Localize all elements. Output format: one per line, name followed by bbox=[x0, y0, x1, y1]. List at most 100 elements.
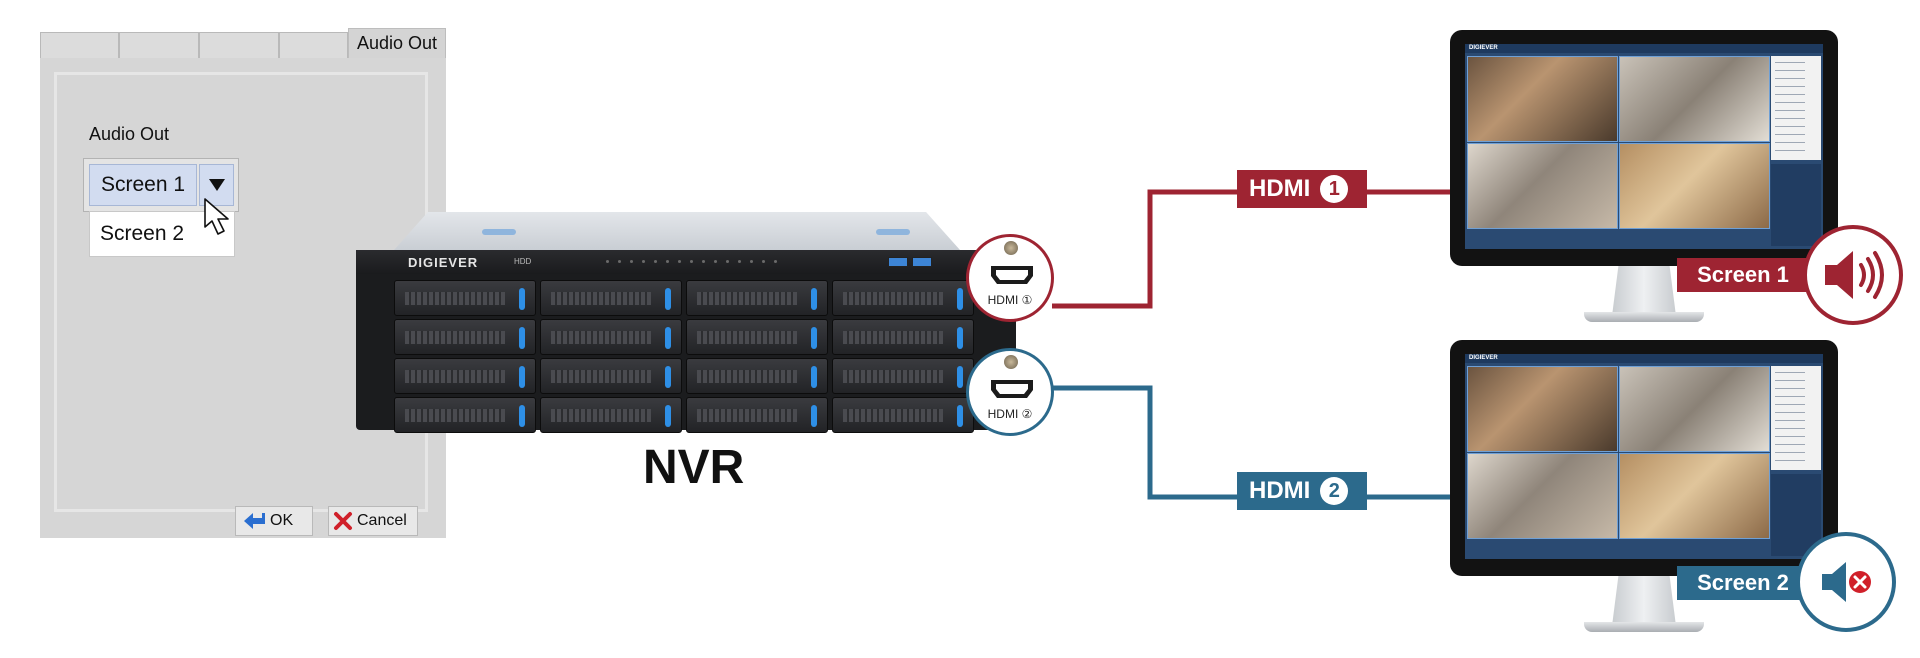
camera-view bbox=[1619, 366, 1770, 452]
status-led bbox=[750, 260, 753, 263]
device-list-panel bbox=[1771, 56, 1821, 160]
camera-view bbox=[1467, 143, 1618, 229]
screen2-tag: Screen 2 bbox=[1677, 566, 1809, 600]
monitor-foot bbox=[1584, 312, 1704, 322]
option-screen-2[interactable]: Screen 2 bbox=[100, 222, 185, 245]
status-led bbox=[762, 260, 765, 263]
audio-out-label: Audio Out bbox=[89, 124, 170, 144]
tab-audio-out[interactable]: Audio Out bbox=[348, 28, 446, 58]
drive-bay bbox=[686, 280, 828, 316]
hdmi-port-2-label: HDMI ② bbox=[987, 407, 1033, 421]
status-led bbox=[690, 260, 693, 263]
status-led bbox=[618, 260, 621, 263]
drive-bay bbox=[686, 319, 828, 355]
monitor-bezel: DIGIEVER bbox=[1450, 30, 1838, 266]
selected-value[interactable]: Screen 1 bbox=[89, 164, 197, 206]
drive-bay bbox=[394, 397, 536, 433]
monitor-stand bbox=[1612, 266, 1676, 316]
status-led bbox=[666, 260, 669, 263]
hdmi-plug-icon bbox=[991, 380, 1033, 398]
drive-bay bbox=[832, 319, 974, 355]
monitor-display: DIGIEVER bbox=[1465, 44, 1823, 249]
drive-bay bbox=[540, 319, 682, 355]
mouse-pointer-icon bbox=[204, 198, 229, 235]
speaker-on-icon bbox=[1825, 251, 1884, 299]
monitor-foot bbox=[1584, 622, 1704, 632]
tab-1[interactable] bbox=[40, 32, 119, 58]
cancel-button[interactable]: Cancel bbox=[328, 506, 418, 536]
drive-bay bbox=[832, 280, 974, 316]
hdmi-plug-icon bbox=[991, 266, 1033, 284]
status-led bbox=[714, 260, 717, 263]
camera-view bbox=[1467, 453, 1618, 539]
hdmi2-label: HDMI 2 bbox=[1237, 472, 1367, 510]
nvr-ui-title-bar: DIGIEVER bbox=[1465, 44, 1823, 53]
drive-bay bbox=[540, 280, 682, 316]
camera-view bbox=[1467, 56, 1618, 142]
drive-bay bbox=[394, 358, 536, 394]
monitor-stand bbox=[1612, 576, 1676, 626]
tab-2[interactable] bbox=[119, 32, 199, 58]
usb-port bbox=[912, 257, 932, 267]
usb-port bbox=[888, 257, 908, 267]
status-led bbox=[606, 260, 609, 263]
nvr-device: DIGIEVER HDD bbox=[356, 212, 1021, 433]
drive-bay bbox=[832, 397, 974, 433]
status-led bbox=[654, 260, 657, 263]
drive-bay bbox=[540, 358, 682, 394]
drive-bay bbox=[394, 319, 536, 355]
screen1-tag: Screen 1 bbox=[1677, 258, 1809, 292]
drive-bay bbox=[832, 358, 974, 394]
ok-button[interactable]: OK bbox=[235, 506, 313, 536]
monitor-bezel: DIGIEVER bbox=[1450, 340, 1838, 576]
status-led bbox=[726, 260, 729, 263]
status-led bbox=[702, 260, 705, 263]
hdmi2-number: 2 bbox=[1320, 477, 1349, 505]
drive-bay bbox=[686, 358, 828, 394]
nvr-brand: DIGIEVER bbox=[408, 255, 479, 270]
nvr-ui-title-bar: DIGIEVER bbox=[1465, 354, 1823, 363]
status-led bbox=[678, 260, 681, 263]
hdmi1-cable bbox=[1052, 189, 1450, 309]
drive-bay bbox=[394, 280, 536, 316]
camera-view bbox=[1467, 366, 1618, 452]
ptz-control-panel bbox=[1771, 164, 1821, 246]
nvr-title: NVR bbox=[643, 441, 745, 494]
monitor-display: DIGIEVER bbox=[1465, 354, 1823, 559]
speaker-muted-icon bbox=[1796, 532, 1896, 632]
nvr-ui-brand: DIGIEVER bbox=[1469, 355, 1498, 361]
status-led bbox=[774, 260, 777, 263]
hdd-label: HDD bbox=[514, 257, 532, 266]
monitor-screen-2: DIGIEVER bbox=[1450, 340, 1838, 658]
nvr-ui-brand: DIGIEVER bbox=[1469, 45, 1498, 51]
screw-icon bbox=[1004, 241, 1018, 255]
tab-3[interactable] bbox=[199, 32, 279, 58]
ok-label: OK bbox=[270, 512, 294, 529]
speaker-on-icon bbox=[1803, 225, 1903, 325]
monitor-screen-1: DIGIEVER bbox=[1450, 30, 1838, 348]
hdmi1-text: HDMI bbox=[1249, 175, 1311, 202]
hdmi2-text: HDMI bbox=[1249, 477, 1311, 504]
camera-view bbox=[1619, 143, 1770, 229]
hdmi1-label: HDMI 1 bbox=[1237, 170, 1367, 208]
tab-bar: Audio Out bbox=[40, 28, 446, 58]
tab-4[interactable] bbox=[279, 32, 348, 58]
ptz-control-panel bbox=[1771, 474, 1821, 556]
camera-view bbox=[1619, 453, 1770, 539]
hdmi1-number: 1 bbox=[1320, 175, 1349, 203]
hdmi-port-1-label: HDMI ① bbox=[987, 293, 1033, 307]
screw-icon bbox=[1004, 355, 1018, 369]
close-icon bbox=[334, 512, 352, 530]
drive-bay bbox=[686, 397, 828, 433]
status-led bbox=[630, 260, 633, 263]
cancel-label: Cancel bbox=[357, 512, 407, 529]
camera-view bbox=[1619, 56, 1770, 142]
status-led bbox=[738, 260, 741, 263]
speaker-muted-icon bbox=[1822, 562, 1871, 602]
hdmi-port-2: HDMI ② bbox=[966, 348, 1054, 436]
nvr-front-panel: DIGIEVER HDD bbox=[356, 250, 1016, 433]
drive-bay bbox=[540, 397, 682, 433]
hdmi-port-1: HDMI ① bbox=[966, 234, 1054, 322]
status-led bbox=[642, 260, 645, 263]
back-arrow-icon bbox=[244, 513, 265, 529]
